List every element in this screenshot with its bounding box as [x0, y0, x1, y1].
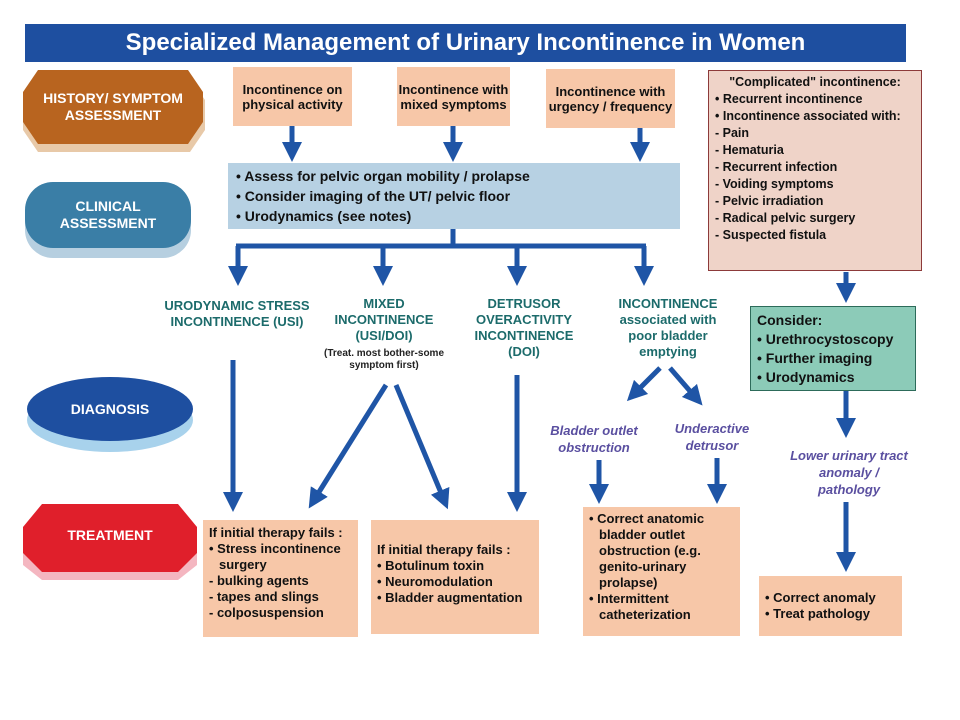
consider-item: • Urethrocystoscopy: [757, 331, 894, 347]
treatment-doi-item: • Bladder augmentation: [377, 590, 523, 605]
history-stage-shape: [23, 70, 203, 144]
clinical-item: • Consider imaging of the UT/ pelvic flo…: [236, 188, 511, 204]
treatment-stress-item: - tapes and slings: [209, 589, 319, 604]
arrow-mixed-to-doi-treatment: [393, 384, 450, 510]
clinical-item: • Urodynamics (see notes): [236, 208, 412, 224]
complicated-item: - Pain: [715, 126, 750, 140]
treatment-stress-item: - colposuspension: [209, 605, 324, 620]
arrow-poor-to-obstruction: [626, 366, 662, 402]
treatment-doi-item: • Neuromodulation: [377, 574, 493, 589]
diagnosis-mixed-note: (Treat. most bother-some symptom first): [323, 348, 445, 371]
treatment-anomaly-box: • Correct anomaly • Treat pathology: [759, 576, 902, 636]
clinical-stage-shape: [25, 182, 191, 248]
treatment-stage-label: TREATMENT: [67, 526, 153, 543]
treatment-stage-shape: [23, 504, 197, 572]
treatment-anomaly-item: • Treat pathology: [765, 606, 870, 621]
history-mixed-box: Incontinence with mixed symptoms: [397, 67, 510, 126]
diagnosis-doi: DETRUSOR OVERACTIVITY INCONTINENCE (DOI): [474, 296, 574, 359]
consider-box: Consider: • Urethrocystoscopy • Further …: [750, 306, 916, 391]
complicated-item: - Voiding symptoms: [715, 177, 834, 191]
complicated-item: - Hematuria: [715, 143, 784, 157]
diagnosis-mixed: MIXED INCONTINENCE (USI/DOI): [334, 296, 434, 343]
clinical-box: • Assess for pelvic organ mobility / pro…: [228, 163, 680, 229]
history-stage-label: HISTORY/ SYMPTOM ASSESSMENT: [43, 90, 183, 123]
complicated-item: • Recurrent incontinence: [715, 92, 863, 106]
treatment-doi-item: If initial therapy fails :: [377, 542, 511, 557]
history-physical-box: Incontinence on physical activity: [233, 67, 352, 126]
history-mixed-text: Incontinence with mixed symptoms: [398, 81, 509, 112]
treatment-anomaly-item: • Correct anomaly: [765, 590, 876, 605]
diagnosis-stage-label: DIAGNOSIS: [70, 400, 150, 417]
diagnosis-stage-shape: [27, 377, 193, 441]
history-urgency-box: Incontinence with urgency / frequency: [546, 69, 675, 128]
complicated-item: - Recurrent infection: [715, 160, 838, 174]
complicated-item: - Pelvic irradiation: [715, 194, 824, 208]
page-title: Specialized Management of Urinary Incont…: [25, 24, 906, 62]
treatment-obstruction-box: • Correct anatomic bladder outlet obstru…: [583, 507, 740, 636]
consider-header: Consider:: [757, 312, 823, 328]
diagnosis-underactive-detrusor: Underactive detrusor: [674, 421, 750, 453]
treatment-stress-item: • Stress incontinence surgery: [209, 541, 341, 572]
treatment-obstruction-item: • Intermittent catheterization: [589, 591, 691, 622]
treatment-doi-item: • Botulinum toxin: [377, 558, 485, 573]
treatment-obstruction-item: • Correct anatomic bladder outlet obstru…: [589, 511, 705, 590]
treatment-stress-box: If initial therapy fails : • Stress inco…: [203, 520, 358, 637]
diagnosis-poor-emptying: INCONTINENCE associated with poor bladde…: [618, 296, 718, 359]
diagnosis-usi: URODYNAMIC STRESS INCONTINENCE (USI): [164, 298, 310, 329]
complicated-item: • Incontinence associated with:: [715, 109, 901, 123]
complicated-item: - Radical pelvic surgery: [715, 211, 856, 225]
consider-item: • Further imaging: [757, 350, 873, 366]
diagnosis-lower-tract-anomaly: Lower urinary tract anomaly / pathology: [790, 448, 908, 497]
complicated-item: - Suspected fistula: [715, 228, 827, 242]
complicated-box: "Complicated" incontinence: • Recurrent …: [708, 70, 922, 271]
history-urgency-text: Incontinence with urgency / frequency: [548, 83, 673, 114]
clinical-item: • Assess for pelvic organ mobility / pro…: [236, 168, 530, 184]
arrow-poor-to-underactive: [668, 366, 703, 406]
diagnosis-outlet-obstruction: Bladder outlet obstruction: [550, 423, 638, 455]
arrow-mixed-to-stress: [308, 383, 389, 509]
complicated-header: "Complicated" incontinence:: [729, 75, 901, 89]
treatment-stress-item: If initial therapy fails :: [209, 525, 343, 540]
clinical-stage-label: CLINICAL ASSESSMENT: [59, 198, 157, 231]
consider-item: • Urodynamics: [757, 369, 855, 385]
treatment-doi-box: If initial therapy fails : • Botulinum t…: [371, 520, 539, 634]
treatment-stress-item: - bulking agents: [209, 573, 309, 588]
history-physical-text: Incontinence on physical activity: [242, 81, 343, 112]
